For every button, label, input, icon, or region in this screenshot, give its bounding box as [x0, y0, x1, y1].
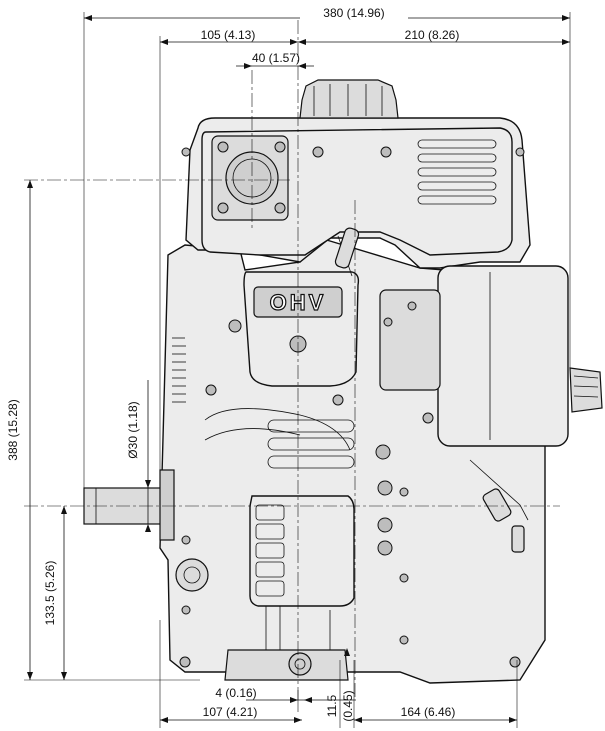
- dim-base: 107 (4.21) 164 (6.46): [159, 620, 518, 728]
- dim-overall-width: 380 (14.96): [83, 6, 571, 488]
- shaft-diameter-label: Ø30 (1.18): [126, 401, 140, 458]
- dim-port-offset: 40 (1.57): [236, 51, 314, 69]
- shaft-height-label: 133.5 (5.26): [43, 561, 57, 626]
- air-cleaner-knob: [569, 367, 603, 413]
- fuel-cap: [299, 79, 399, 119]
- ohv-badge-text: OHV: [270, 290, 327, 315]
- dim-mount-offset: 4 (0.16): [215, 686, 356, 712]
- dim-overall-height: 388 (15.28): [6, 180, 200, 681]
- overall-width-label: 380 (14.96): [323, 6, 384, 20]
- cooling-fins: [172, 337, 186, 403]
- engine-body: OHV: [83, 79, 603, 684]
- carburetor: [379, 289, 441, 391]
- drain-plug: [288, 652, 312, 676]
- oil-drain-plug: [175, 558, 209, 592]
- left-width-label: 105 (4.13): [201, 28, 256, 42]
- base-mount: [224, 649, 349, 681]
- port-offset-label: 40 (1.57): [252, 51, 300, 65]
- dim-mount-depth: 11.5 (0.45): [325, 648, 355, 728]
- mount-depth-mm-label: 11.5: [325, 694, 339, 717]
- air-cleaner: [437, 265, 569, 447]
- oil-filter: [249, 495, 355, 607]
- base-right-label: 164 (6.46): [401, 705, 456, 719]
- mount-depth-in-label: (0.45): [341, 690, 355, 721]
- base-left-label: 107 (4.21): [203, 705, 258, 719]
- center-lines: [24, 20, 560, 700]
- dim-shaft-height: 133.5 (5.26): [43, 506, 67, 680]
- mount-offset-label: 4 (0.16): [215, 686, 256, 700]
- right-width-label: 210 (8.26): [405, 28, 460, 42]
- shaft-flange: [159, 469, 175, 541]
- dim-shaft-diameter: Ø30 (1.18): [126, 380, 151, 532]
- vent-slots: [417, 139, 497, 205]
- dim-top-split: 105 (4.13) 210 (8.26): [159, 28, 570, 470]
- overall-height-label: 388 (15.28): [6, 399, 20, 460]
